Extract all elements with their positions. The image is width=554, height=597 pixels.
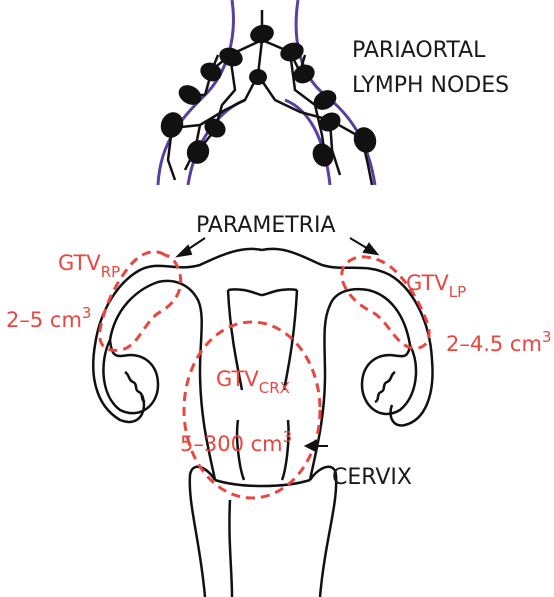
gtv-rp-subscript: RP <box>101 263 120 281</box>
labels: PARIAORTAL LYMPH NODES PARAMETRIA CERVIX… <box>6 38 551 490</box>
volume-crx-value: 5–300 cm <box>180 432 283 456</box>
lymph-node-tree <box>157 0 380 185</box>
volume-lp-label: 2–4.5 cm3 <box>446 328 551 356</box>
parametria-label: PARAMETRIA <box>196 213 336 238</box>
gtv-contours <box>100 252 429 498</box>
volume-crx-superscript: 3 <box>283 428 293 446</box>
pariaortal-label-line1: PARIAORTAL <box>352 38 486 63</box>
gtv-rp-main: GTV <box>58 251 101 275</box>
uterus-outline <box>93 249 432 597</box>
gtv-lp-subscript: LP <box>449 283 466 301</box>
arrow-head-left <box>364 244 377 254</box>
gtv-crx-label: GTVCRX <box>216 367 290 397</box>
gtv-crx-contour <box>184 322 320 498</box>
gtv-crx-main: GTV <box>216 367 259 391</box>
volume-lp-superscript: 3 <box>542 328 552 346</box>
arrow-head-right <box>178 246 191 256</box>
lymph-nodes <box>157 22 380 170</box>
volume-crx-label: 5–300 cm3 <box>180 428 292 456</box>
cervix-label: CERVIX <box>332 465 412 490</box>
gtv-lp-label: GTVLP <box>406 271 466 301</box>
arrow-head-cervix <box>306 441 316 451</box>
volume-rp-value: 2–5 cm <box>6 308 82 332</box>
volume-lp-value: 2–4.5 cm <box>446 332 542 356</box>
gtv-rp-label: GTVRP <box>58 251 120 281</box>
volume-rp-superscript: 3 <box>82 304 92 322</box>
volume-rp-label: 2–5 cm3 <box>6 304 91 332</box>
pariaortal-label-line2: LYMPH NODES <box>352 73 509 98</box>
gtv-crx-subscript: CRX <box>259 379 290 397</box>
gtv-lp-main: GTV <box>406 271 449 295</box>
